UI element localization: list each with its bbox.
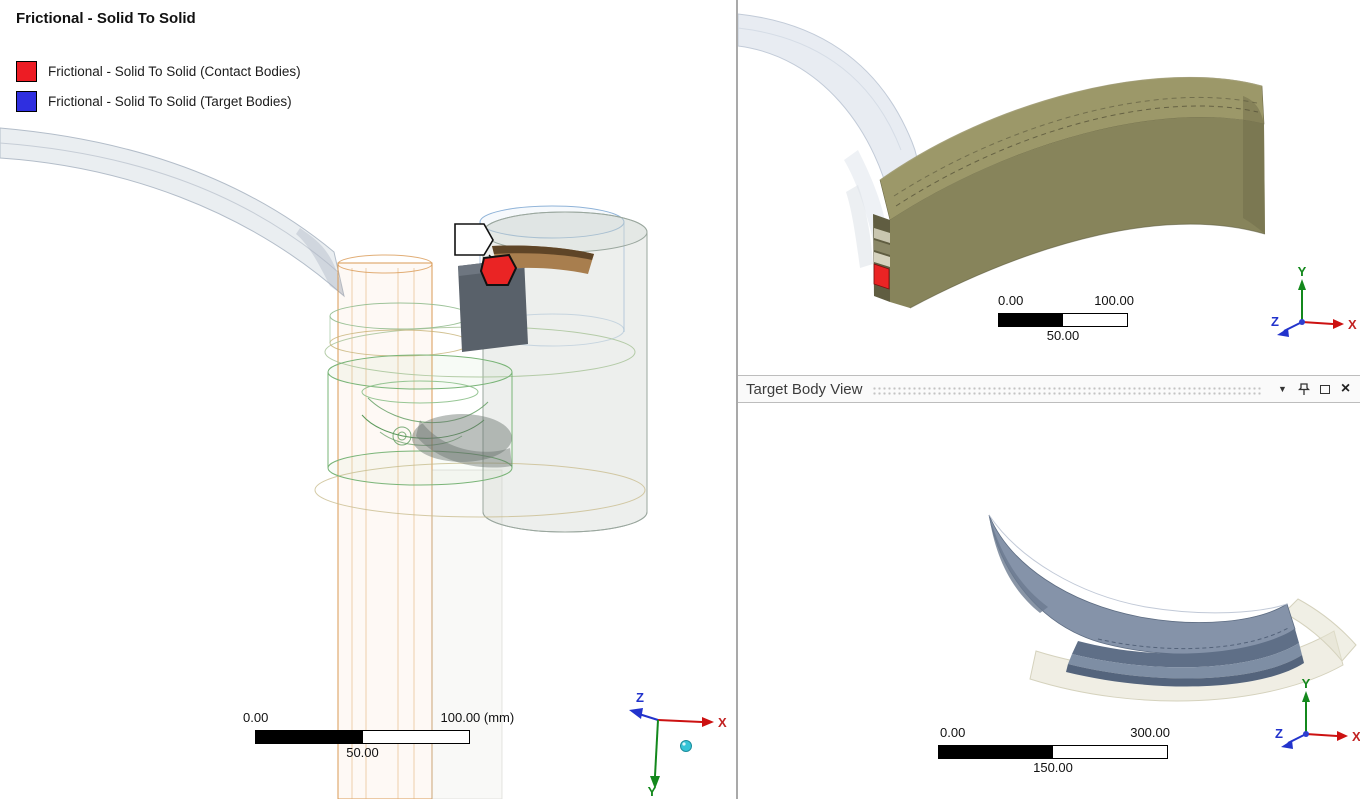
triad-contact: Y X Z [1271,266,1357,337]
orange-wireframe-column [337,254,503,799]
scale-bar [255,730,470,744]
dropdown-button[interactable]: ▼ [1272,378,1293,400]
target-body-blade [988,514,1304,687]
main-graphics-viewport[interactable]: Frictional - Solid To Solid Frictional -… [0,0,736,799]
target-view-titlebar[interactable]: Target Body View ▼ × [738,375,1360,403]
scale-ruler-target: 0.00 300.00 150.00 [938,725,1170,775]
x-axis-label: X [1352,729,1360,744]
contact-body-block [873,76,1266,309]
contact-annotation-marker [479,253,518,286]
legend-label-target: Frictional - Solid To Solid (Target Bodi… [48,93,292,109]
chevron-down-icon: ▼ [1278,384,1287,394]
contact-model-canvas [738,13,1266,309]
maximize-button[interactable] [1314,378,1335,400]
close-icon: × [1340,380,1351,397]
pin-button[interactable] [1293,378,1314,400]
titlebar-dotted-separator [872,385,1262,395]
green-wireframe-cylinder [327,354,513,486]
legend-item-contact: Frictional - Solid To Solid (Contact Bod… [16,56,301,86]
legend-item-target: Frictional - Solid To Solid (Target Bodi… [16,86,301,116]
scale-mid-label: 50.00 [346,745,379,760]
tan-contact-pad [492,245,594,274]
y-axis-label: Y [1298,266,1307,279]
scale-end-label: 300.00 [1130,725,1170,740]
triad-main: X Z Y [629,690,727,799]
triad-target: Y X Z [1275,678,1360,749]
y-axis-label: Y [648,784,657,799]
legend: Frictional - Solid To Solid (Contact Bod… [16,56,301,116]
scale-start-label: 0.00 [243,710,269,725]
triad-ball [680,740,692,752]
scale-ruler-contact: 0.00 100.00 50.00 [998,293,1134,343]
triad-origin-dot [1303,731,1309,737]
pin-icon [1297,382,1310,395]
scale-mid-label: 150.00 [1033,760,1073,775]
pane-divider[interactable] [736,0,738,799]
ghost-arm-body [0,127,345,298]
scale-bar [998,313,1128,327]
x-axis-label: X [1348,317,1357,332]
scale-start-label: 0.00 [998,293,1024,308]
z-axis-label: Z [636,690,644,705]
target-body-viewport[interactable]: 0.00 300.00 150.00 Y X Z [738,403,1360,799]
triad-icon[interactable]: Y X Z [1269,266,1360,358]
target-view-title: Target Body View [746,380,863,398]
shaded-inner-mass [412,414,512,468]
page-title: Frictional - Solid To Solid [16,10,196,27]
close-button[interactable]: × [1335,378,1356,400]
z-axis-label: Z [1271,314,1279,329]
x-axis-label: X [718,715,727,730]
legend-label-contact: Frictional - Solid To Solid (Contact Bod… [48,63,301,79]
triad-icon[interactable]: X Z Y [618,686,730,799]
z-axis-label: Z [1275,726,1283,741]
y-axis-label: Y [1302,678,1311,691]
triad-origin-dot [1299,319,1305,325]
scale-end-label: 100.00 (mm) [440,710,515,725]
scale-bar [938,745,1168,759]
scale-ruler-main: 0.00 100.00 (mm) 50.00 [243,710,514,760]
target-color-swatch [16,90,37,112]
contact-face-highlight [873,263,890,290]
maximize-icon [1319,384,1330,394]
scale-mid-label: 50.00 [1046,328,1080,343]
target-model-canvas [988,514,1357,702]
contact-body-viewport[interactable]: 0.00 100.00 50.00 Y X Z [738,0,1360,375]
main-model-canvas [0,127,648,799]
triad-icon[interactable]: Y X Z [1273,678,1360,770]
contact-color-swatch [16,60,37,82]
scale-end-label: 100.00 [1094,293,1134,308]
scale-start-label: 0.00 [940,725,966,740]
